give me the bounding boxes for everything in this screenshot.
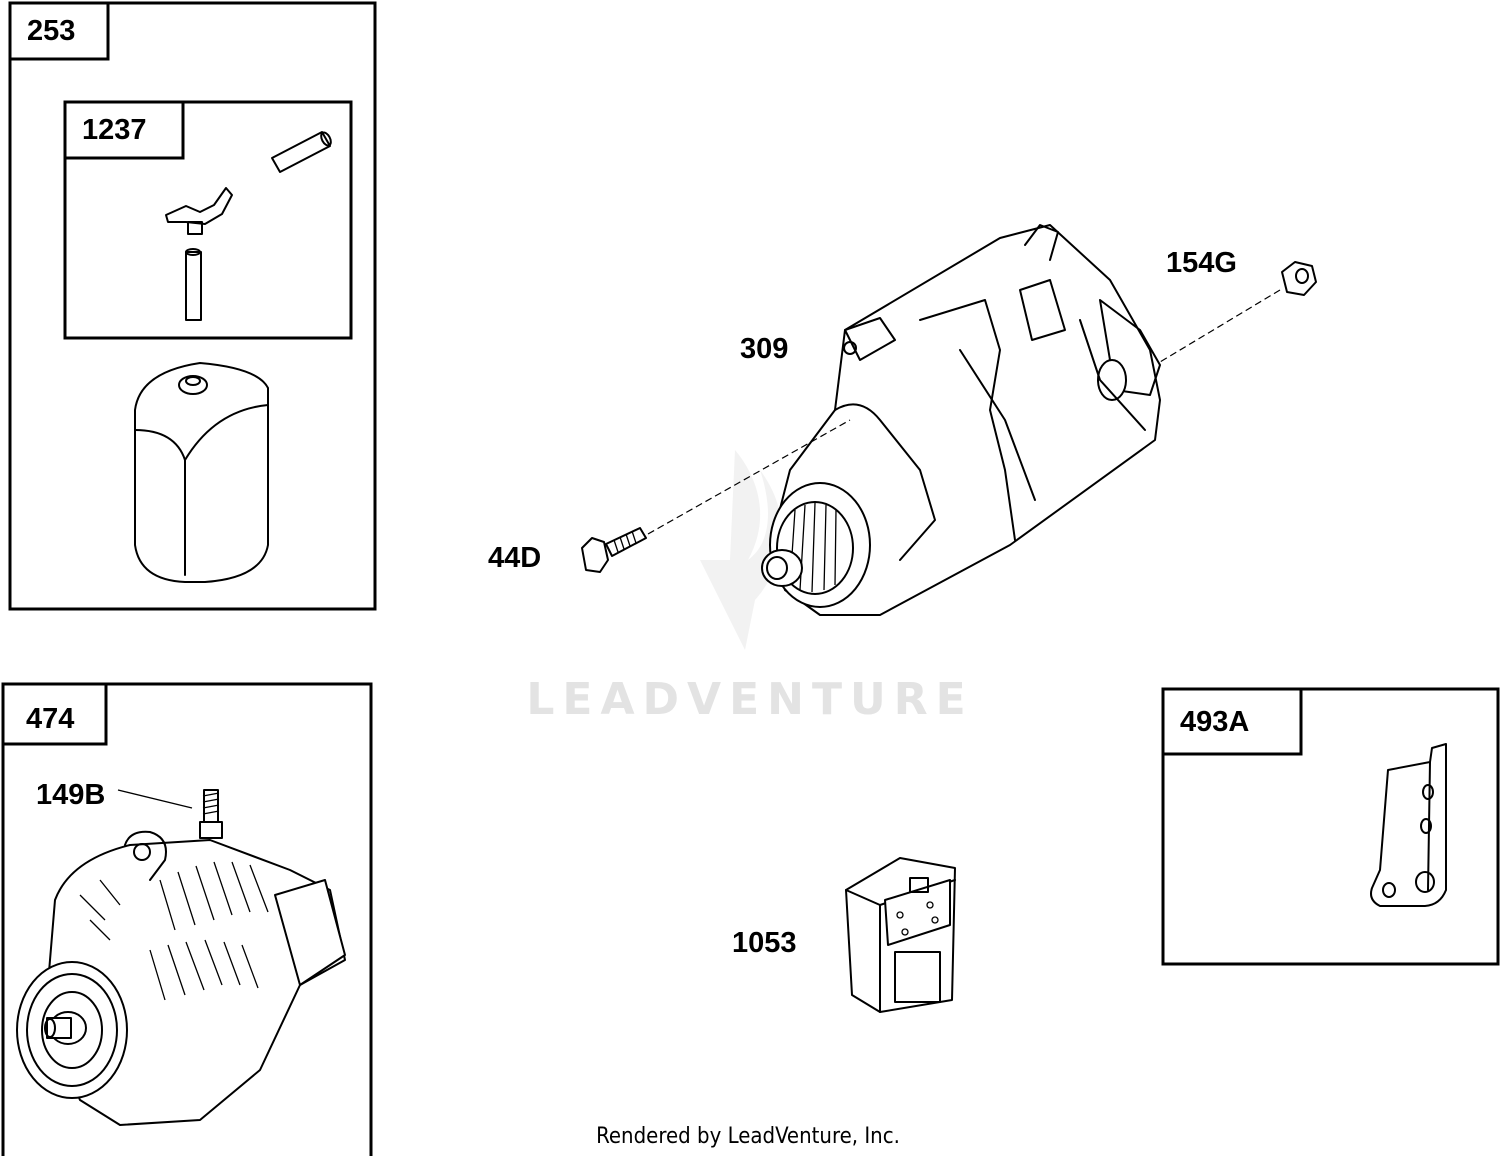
callout-1237[interactable]: 1237	[82, 114, 147, 146]
callout-149B[interactable]: 149B	[36, 779, 105, 811]
footer-credit: Rendered by LeadVenture, Inc.	[596, 1124, 900, 1149]
kit-474-box: 474 149B	[1, 682, 373, 1156]
pinion-gear	[761, 482, 871, 608]
nut-part	[1281, 261, 1317, 296]
leader-154G	[1159, 289, 1281, 363]
kit-493A-box: 493A	[1161, 687, 1500, 966]
leadventure-logo-watermark	[700, 450, 782, 650]
watermark-text: LEADVENTURE	[526, 674, 973, 725]
bracket-part	[1370, 743, 1447, 907]
callout-493A[interactable]: 493A	[1180, 706, 1249, 738]
pulley	[16, 961, 128, 1099]
callout-309[interactable]: 309	[740, 333, 788, 365]
bolt-part	[581, 527, 647, 573]
kit-1237-box: 1237	[63, 100, 353, 340]
callout-154G[interactable]: 154G	[1166, 247, 1237, 279]
callout-1053[interactable]: 1053	[732, 927, 797, 959]
callout-253[interactable]: 253	[27, 15, 75, 47]
canister-part	[134, 362, 269, 583]
leader-44D	[647, 419, 851, 535]
callout-474[interactable]: 474	[26, 703, 74, 735]
fitting-part	[165, 187, 233, 321]
callout-44D[interactable]: 44D	[488, 542, 541, 574]
tube-part	[271, 131, 332, 173]
relay-part	[845, 857, 956, 1013]
alternator-part	[16, 789, 346, 1126]
kit-253-box: 253	[8, 1, 377, 611]
alternator-fins	[79, 861, 269, 1001]
starter-motor-part	[761, 224, 1161, 616]
